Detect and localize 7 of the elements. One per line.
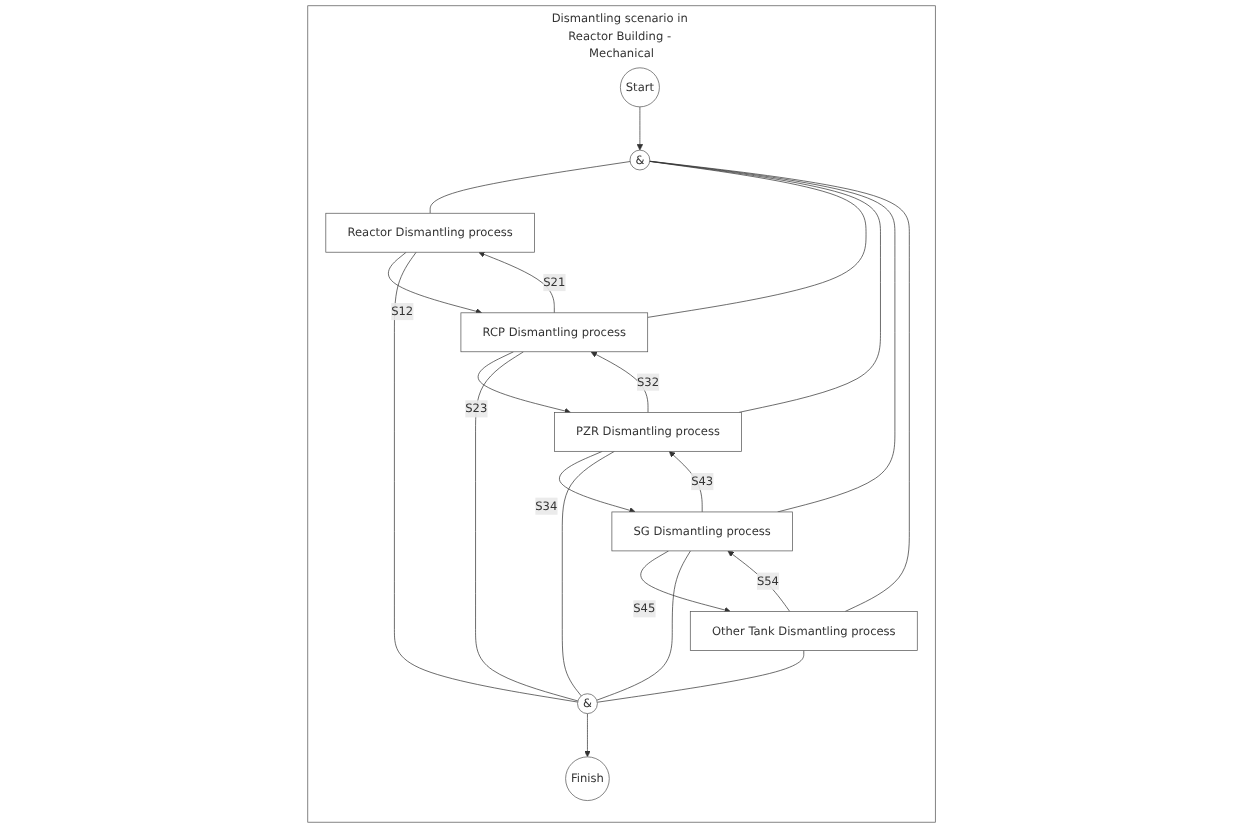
connector (649, 161, 882, 413)
connector (649, 160, 911, 612)
connector (597, 650, 805, 703)
connector (562, 450, 616, 697)
connector (596, 550, 692, 701)
connector (647, 161, 867, 318)
connector (430, 161, 631, 214)
